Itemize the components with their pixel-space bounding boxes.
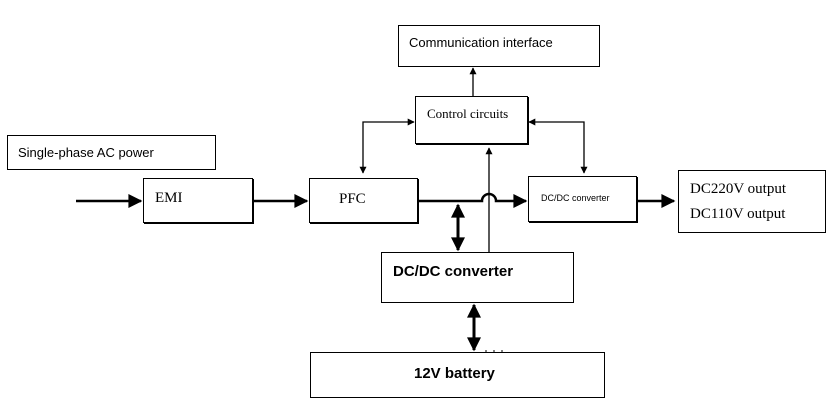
control-circuits-label: Control circuits xyxy=(427,106,509,121)
dcdc-converter-main-label: DC/DC converter xyxy=(393,263,514,280)
arrow-control-dcdc xyxy=(528,118,588,174)
dcdc-converter-small-box xyxy=(528,176,637,222)
battery-label: 12V battery xyxy=(414,365,495,382)
battery-box xyxy=(310,352,605,398)
dcdc-converter-main-box xyxy=(381,252,574,303)
communication-interface-box xyxy=(398,25,600,67)
pfc-label: PFC xyxy=(339,191,366,207)
emi-label: EMI xyxy=(155,190,183,206)
ac-power-label: Single-phase AC power xyxy=(18,145,154,160)
emi-box xyxy=(143,178,253,223)
communication-interface-label: Communication interface xyxy=(409,35,553,50)
output-110v-label: DC110V output xyxy=(690,206,786,222)
outputs-box xyxy=(678,170,826,233)
pfc-box xyxy=(309,178,418,223)
dcdc-converter-small-label: DC/DC converter xyxy=(541,193,610,203)
control-circuits-box xyxy=(415,96,528,144)
arrow-control-pfc xyxy=(359,118,415,174)
arrow-pfc-to-dcdc xyxy=(418,192,528,208)
output-220v-label: DC220V output xyxy=(690,181,786,197)
ac-power-box xyxy=(7,135,216,170)
